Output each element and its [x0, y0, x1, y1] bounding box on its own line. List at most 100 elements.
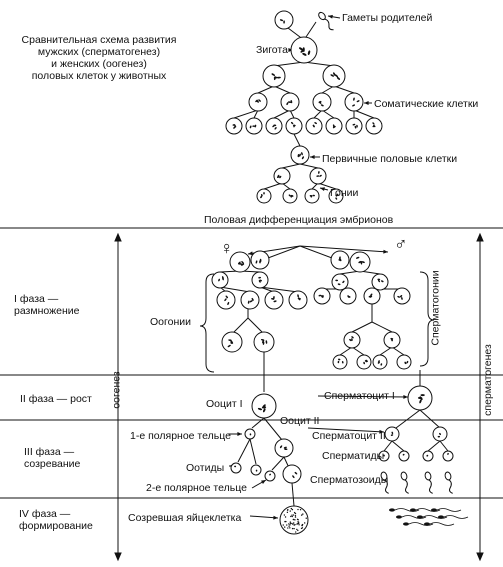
- spermatogonium-cell: [371, 273, 389, 291]
- label-spermatocyte-1: Сперматоцит I: [324, 390, 395, 402]
- spermatogonium-cell: [372, 354, 388, 370]
- spermatozoon: [444, 471, 453, 494]
- spermatogonium-cell: [343, 331, 361, 349]
- somatic-cell: [285, 117, 303, 135]
- polar-body-1-cell: [244, 428, 256, 440]
- spermatozoon: [380, 471, 389, 494]
- blastomere-cell-1: [322, 64, 346, 88]
- label-mature-egg: Созревшая яйцеклетка: [128, 512, 242, 524]
- male-symbol: ♂: [394, 234, 408, 254]
- zygote-cell: [290, 36, 318, 64]
- label-spermatogonia: Сперматогонии: [429, 270, 442, 346]
- meiosis-line: [263, 417, 283, 441]
- somatic-cell: [365, 117, 383, 135]
- spermatogonia-line: [379, 346, 393, 356]
- cleavage-line: [321, 109, 335, 119]
- label-spermatids: Сперматиды: [322, 450, 385, 462]
- oogonia-line: [247, 317, 265, 335]
- sex-split-line: [267, 245, 301, 259]
- somatic-arrow-head: [364, 101, 369, 105]
- label-oocyte-1: Ооцит I: [206, 398, 243, 410]
- oogonium-cell: [211, 271, 229, 289]
- oogenesis-range-arrow-head: [114, 552, 122, 562]
- oogonium-cell: [221, 331, 243, 353]
- oogonia-brace: [199, 273, 215, 373]
- somatic-cell: [248, 92, 268, 112]
- spermatocyte-2-arrow-head: [379, 429, 384, 434]
- oogonium-cell: [216, 290, 236, 310]
- egg-gamete-cell: [274, 10, 294, 30]
- gametes-arrow-head: [328, 14, 333, 19]
- label-ootids: Оотиды: [186, 462, 225, 474]
- gonia-line: [263, 182, 283, 190]
- spermatid-cell: [398, 450, 410, 462]
- spermatogonium-cell: [393, 287, 411, 305]
- blastomere-cell-0: [262, 64, 286, 88]
- gonia-cell: [250, 250, 270, 270]
- polar-body-2-cell: [264, 470, 276, 482]
- meiosis-line: [237, 438, 251, 463]
- spermatogonium-cell: [313, 287, 331, 305]
- cleavage-line: [273, 61, 305, 67]
- mature-egg-arrow: [249, 515, 279, 519]
- male-branch-arrow-head: [383, 249, 388, 254]
- cleavage-line: [333, 85, 355, 94]
- label-oogonia: Оогонии: [150, 316, 191, 328]
- germline-line: [293, 133, 301, 147]
- spermatogonium-cell: [383, 331, 401, 349]
- spermatogonia-brace: [419, 271, 435, 367]
- spermatogonia-line: [371, 321, 393, 333]
- oocyte-2-cell: [274, 438, 294, 458]
- gonia-line: [317, 182, 337, 190]
- oogonia-line: [219, 286, 251, 293]
- spermatogonium-cell: [331, 273, 349, 291]
- spermatocyte-2-arrow: [307, 427, 385, 433]
- spermatogenesis-range-arrow-head: [476, 552, 484, 562]
- spermatozoon: [424, 471, 433, 494]
- gonia-arrow-head: [320, 187, 325, 192]
- somatic-cell: [280, 92, 300, 112]
- spermatogonium-cell: [339, 287, 357, 305]
- maturation-line: [291, 482, 295, 507]
- label-oogenesis: оогенез: [110, 371, 123, 409]
- somatic-cell: [325, 117, 343, 135]
- spermatogonia-line: [339, 346, 353, 356]
- gonia-cell: [282, 188, 298, 204]
- oogonia-line: [259, 286, 299, 293]
- spermatogonia-line: [351, 321, 373, 333]
- phase-1-label: I фаза — размножение: [14, 293, 80, 317]
- oogonium-cell: [251, 271, 269, 289]
- mature-egg-arrow-head: [273, 515, 278, 520]
- oogonium-cell: [229, 251, 251, 273]
- mature-spermatozoon: [424, 522, 455, 526]
- label-polar-body-2: 2-е полярное тельце: [146, 482, 247, 494]
- gonia-line: [281, 163, 301, 169]
- cleavage-line: [273, 109, 291, 119]
- gonia-cell: [328, 188, 344, 204]
- gonia-cell: [273, 167, 291, 185]
- label-polar-body-1: 1-е полярное тельце: [130, 430, 231, 442]
- spermatogonium-cell: [332, 354, 348, 370]
- spermatid-cell: [442, 450, 454, 462]
- spermatocyte-1-arrow: [317, 395, 409, 398]
- oocyte-1-cell: [251, 393, 277, 419]
- somatic-cell: [225, 117, 243, 135]
- cleavage-line: [303, 61, 335, 67]
- mature-spermatozoon: [417, 515, 448, 519]
- meiosis-line: [439, 440, 449, 452]
- meiosis-line: [249, 438, 257, 465]
- polar-body-1-arrow-head: [237, 432, 242, 436]
- label-somatic-cells: Соматические клетки: [374, 98, 479, 110]
- label-primary-germ-cells: Первичные половые клетки: [322, 153, 458, 165]
- meiosis-line: [383, 440, 393, 452]
- somatic-cell: [265, 117, 283, 135]
- label-sex-differentiation: Половая дифференциация эмбрионов: [204, 214, 394, 226]
- gonia-cell: [309, 167, 327, 185]
- primary-germ-arrow-head: [310, 155, 315, 159]
- label-spermatozoa: Сперматозоиды: [310, 474, 389, 486]
- polar-body-cell: [250, 464, 262, 476]
- label-spermatogenesis: сперматогенез: [481, 344, 494, 416]
- spermatocyte-1-cell: [407, 385, 433, 411]
